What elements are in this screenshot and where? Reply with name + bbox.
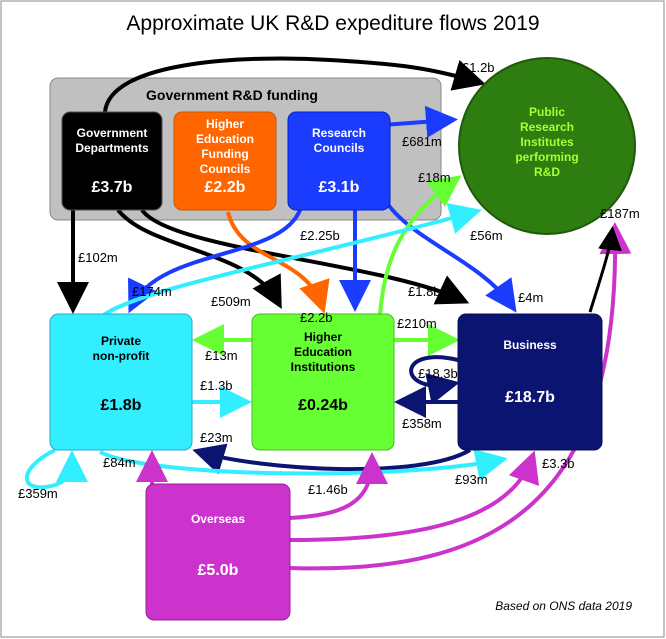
node-hefc [173, 111, 277, 211]
flow-label-business-privatenp: £23m [200, 430, 233, 445]
node-government-departments [61, 111, 163, 211]
flow-label-govdepts-business: £1.8b [408, 284, 441, 299]
source-note: Based on ONS data 2019 [495, 599, 632, 613]
node-pri-line3: Institutes [520, 135, 574, 149]
flow-business-to-pri [588, 226, 622, 313]
flow-label-business-pri: £187m [600, 206, 640, 221]
node-research-councils-line2: Councils [314, 141, 365, 155]
node-private-non-profit [49, 313, 193, 451]
node-pri-line1: Public [529, 105, 565, 119]
node-private-non-profit-line2: non-profit [93, 349, 150, 363]
node-pri-line4: performing [515, 150, 578, 164]
node-hei-line3: Institutions [291, 360, 356, 374]
node-hefc-line4: Councils [200, 162, 251, 176]
flow-label-overseas-hei: £1.46b [308, 482, 348, 497]
flow-label-business-business: £18.3b [418, 366, 458, 381]
flow-label-privatenp-business: £84m [103, 455, 136, 470]
node-hefc-value: £2.2b [205, 179, 246, 196]
node-business-line1: Business [503, 338, 557, 352]
node-research-councils-value: £3.1b [319, 179, 360, 196]
flow-label-rc-pri: £681m [402, 134, 442, 149]
node-overseas-line1: Overseas [191, 512, 245, 526]
flow-label-privatenp-pri: £56m [470, 228, 503, 243]
flow-privatenp-to-business [99, 449, 508, 481]
flow-label-hei-pri: £18m [418, 170, 451, 185]
node-hefc-line2: Education [196, 132, 254, 146]
flow-label-privatenp-privatenp: £359m [18, 486, 58, 501]
flow-hefc-to-hei [226, 211, 330, 314]
flow-privatenp-to-pri [98, 202, 482, 320]
node-pri-line5: R&D [534, 165, 560, 179]
flow-govdepts-to-hei [116, 208, 282, 310]
flow-label-privatenp-hei-top: £509m [211, 294, 251, 309]
node-government-departments-line2: Departments [75, 141, 149, 155]
node-pri-line2: Research [520, 120, 574, 134]
node-hefc-line3: Funding [201, 147, 248, 161]
flow-overseas-to-hei [289, 452, 388, 520]
flow-hei-to-pri [378, 175, 462, 315]
node-research-councils [287, 111, 391, 211]
flow-researchcouncils-to-privatenp [128, 209, 302, 314]
node-private-non-profit-line1: Private [101, 334, 141, 348]
node-business [457, 313, 603, 451]
diagram-title: Approximate UK R&D expediture flows 2019 [126, 12, 539, 35]
government-funding-group-label: Government R&D funding [146, 87, 318, 103]
node-overseas [145, 483, 291, 621]
flow-label-rc-business: £4m [518, 290, 543, 305]
flow-govdepts-to-pri [103, 56, 486, 113]
node-public-research-institutes [458, 57, 636, 235]
flow-label-govdepts-privatenp: £102m [78, 250, 118, 265]
flow-label-govdepts-pri: £1.2b [462, 60, 495, 75]
flow-researchcouncils-to-pri [382, 105, 458, 138]
flow-label-rc-hei: £2.25b [300, 228, 340, 243]
flow-govdepts-to-business [140, 208, 470, 305]
flow-label-hefc-hei: £2.2b [300, 310, 333, 325]
node-private-non-profit-value: £1.8b [101, 397, 142, 414]
node-business-value: £18.7b [505, 389, 555, 406]
flow-researchcouncils-to-business [383, 198, 517, 313]
flow-privatenp-to-privatenp [24, 448, 88, 490]
flow-label-overseas-business: £93m [455, 472, 488, 487]
flow-overseas-to-business [289, 450, 540, 542]
node-higher-education-institutions [251, 313, 395, 451]
node-research-councils-line1: Research [312, 126, 366, 140]
node-hei-value: £0.24b [298, 397, 348, 414]
node-hei-line1: Higher [304, 330, 342, 344]
flow-business-to-business [409, 355, 460, 405]
flow-label-hei-business: £210m [397, 316, 437, 331]
flow-label-overseas-pri: £3.3b [542, 456, 575, 471]
flow-business-to-privatenp [192, 443, 472, 475]
flow-overseas-to-pri [289, 222, 632, 571]
flow-label-rc-privatenp: £174m [132, 284, 172, 299]
node-overseas-value: £5.0b [198, 562, 239, 579]
flow-label-business-hei: £358m [402, 416, 442, 431]
flow-label-privatenp-hei: £1.3b [200, 378, 233, 393]
node-government-departments-value: £3.7b [92, 179, 133, 196]
node-government-departments-line1: Government [77, 126, 148, 140]
node-hei-line2: Education [294, 345, 352, 359]
node-hefc-line1: Higher [206, 117, 244, 131]
flow-label-hei-privatenp: £13m [205, 348, 238, 363]
